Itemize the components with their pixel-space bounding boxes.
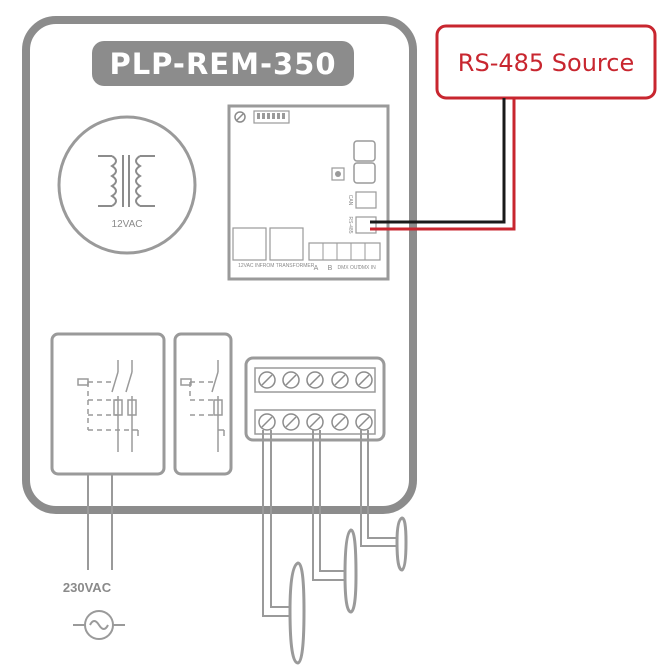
rs485-source: RS-485 Source — [435, 24, 657, 100]
rs485-wires — [370, 98, 516, 231]
actuator-2 — [343, 528, 358, 614]
title-plate: PLP-REM-350 — [92, 41, 354, 86]
breaker-1pole — [173, 332, 233, 476]
ac-source-icon — [73, 610, 125, 640]
board-button-2 — [353, 162, 376, 184]
transformer-label: 12VAC — [112, 219, 143, 230]
board-button-1 — [353, 140, 376, 162]
terminal-screws-top — [258, 371, 373, 389]
potentiometer-icon — [234, 111, 246, 123]
red-wire — [370, 98, 516, 231]
output-wires — [262, 430, 397, 617]
actuator-1 — [288, 561, 306, 665]
dip-switch — [253, 110, 290, 124]
terminal-dmx — [308, 242, 381, 261]
device-title: PLP-REM-350 — [109, 47, 336, 81]
label-dmx-in: DMX IN — [358, 265, 376, 271]
label-dmx-out: DMX OUT — [337, 265, 360, 271]
can-label: CAN — [347, 195, 353, 206]
rs485-label: RS-485 — [347, 217, 353, 234]
transformer-icon — [98, 155, 155, 207]
board-led — [331, 167, 345, 181]
terminal-strip — [244, 356, 386, 442]
actuators — [288, 516, 408, 665]
terminal-12vac — [232, 227, 267, 261]
rs485-source-label: RS-485 Source — [458, 49, 634, 77]
label-from-transformer: FROM TRANSFORMER — [260, 263, 315, 269]
control-board: CAN RS-485 12VAC IN FROM TRANSFORMER A B… — [227, 104, 390, 281]
terminal-screws-bottom — [258, 413, 373, 431]
mains-wires — [87, 474, 113, 570]
rs485-port — [355, 216, 377, 234]
label-a: A — [314, 265, 319, 272]
label-12vac-in: 12VAC IN — [238, 263, 260, 269]
breaker-2pole — [50, 332, 166, 476]
mains-label: 230VAC — [63, 580, 112, 595]
label-b: B — [328, 265, 333, 272]
terminal-transformer — [269, 227, 304, 261]
actuator-3 — [395, 516, 408, 572]
can-port — [355, 191, 377, 209]
black-wire — [370, 98, 506, 224]
transformer: 12VAC — [57, 115, 197, 255]
